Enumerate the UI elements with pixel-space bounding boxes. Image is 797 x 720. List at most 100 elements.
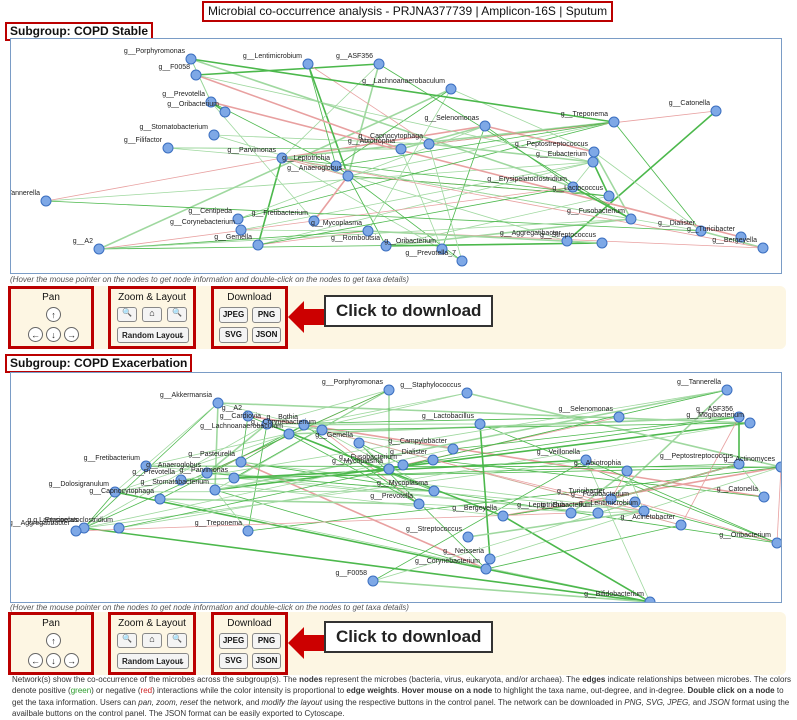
- png-button[interactable]: PNG: [252, 307, 281, 323]
- network-node[interactable]: [695, 225, 707, 237]
- network-node[interactable]: [447, 443, 459, 455]
- layout-select[interactable]: Random Layout⌄: [117, 327, 189, 343]
- png-button[interactable]: PNG: [252, 633, 281, 649]
- network-node[interactable]: [596, 237, 608, 249]
- network-node[interactable]: [205, 96, 217, 108]
- network-node[interactable]: [232, 213, 244, 225]
- jpeg-button[interactable]: JPEG: [219, 633, 248, 649]
- network-node[interactable]: [413, 498, 425, 510]
- network-node[interactable]: [605, 493, 617, 505]
- network-node[interactable]: [362, 225, 374, 237]
- network-node[interactable]: [733, 458, 745, 470]
- pan-right-button[interactable]: →: [64, 653, 79, 668]
- network-node[interactable]: [162, 142, 174, 154]
- pan-down-button[interactable]: ↓: [46, 327, 61, 342]
- network-node[interactable]: [580, 454, 592, 466]
- network-node[interactable]: [316, 424, 328, 436]
- network-node[interactable]: [479, 120, 491, 132]
- network-node[interactable]: [775, 461, 781, 473]
- network-node[interactable]: [608, 116, 620, 128]
- network-node[interactable]: [397, 459, 409, 471]
- network-node[interactable]: [140, 460, 152, 472]
- network-node[interactable]: [462, 531, 474, 543]
- network-node[interactable]: [109, 486, 121, 498]
- network-node[interactable]: [212, 397, 224, 409]
- network-node[interactable]: [383, 384, 395, 396]
- network-node[interactable]: [235, 456, 247, 468]
- network-node[interactable]: [40, 195, 52, 207]
- network-node[interactable]: [185, 53, 197, 65]
- network-node[interactable]: [480, 563, 492, 575]
- network-node[interactable]: [461, 387, 473, 399]
- network-node[interactable]: [423, 138, 435, 150]
- network-node[interactable]: [298, 419, 310, 431]
- network-node[interactable]: [353, 437, 365, 449]
- network-node[interactable]: [261, 418, 273, 430]
- network-node[interactable]: [367, 575, 379, 587]
- network-node[interactable]: [154, 493, 166, 505]
- network-node[interactable]: [613, 411, 625, 423]
- json-button[interactable]: JSON: [252, 327, 281, 343]
- network-node[interactable]: [710, 105, 722, 117]
- network-node[interactable]: [427, 454, 439, 466]
- network-node[interactable]: [592, 507, 604, 519]
- network-node[interactable]: [242, 525, 254, 537]
- pan-left-button[interactable]: ←: [28, 653, 43, 668]
- home-button[interactable]: ⌂: [142, 633, 162, 648]
- network-node[interactable]: [113, 522, 125, 534]
- network-node[interactable]: [283, 428, 295, 440]
- home-button[interactable]: ⌂: [142, 307, 162, 322]
- network-node[interactable]: [757, 242, 769, 254]
- pan-right-button[interactable]: →: [64, 327, 79, 342]
- network-node[interactable]: [228, 472, 240, 484]
- network-node[interactable]: [621, 465, 633, 477]
- zoom-out-button[interactable]: 🔍: [117, 633, 137, 648]
- network-node[interactable]: [219, 106, 231, 118]
- network-node[interactable]: [625, 213, 637, 225]
- network-node[interactable]: [235, 224, 247, 236]
- network-node[interactable]: [342, 170, 354, 182]
- network-node[interactable]: [474, 418, 486, 430]
- network-node[interactable]: [201, 467, 213, 479]
- network-node[interactable]: [252, 239, 264, 251]
- network-node[interactable]: [302, 58, 314, 70]
- network-node[interactable]: [395, 143, 407, 155]
- network-node[interactable]: [675, 519, 687, 531]
- network-node[interactable]: [721, 384, 733, 396]
- network-node[interactable]: [744, 417, 756, 429]
- svg-button[interactable]: SVG: [219, 653, 248, 669]
- network-node[interactable]: [428, 485, 440, 497]
- network-node[interactable]: [629, 496, 641, 508]
- network-node[interactable]: [561, 235, 573, 247]
- network-node[interactable]: [638, 505, 650, 517]
- network-node[interactable]: [242, 410, 254, 422]
- network-node[interactable]: [456, 255, 468, 267]
- network-node[interactable]: [567, 181, 579, 193]
- network-node[interactable]: [771, 537, 781, 549]
- network-node[interactable]: [330, 160, 342, 172]
- network-node[interactable]: [587, 156, 599, 168]
- pan-up-button[interactable]: ↑: [46, 307, 61, 322]
- network-node[interactable]: [208, 129, 220, 141]
- network-node[interactable]: [733, 411, 745, 423]
- zoom-out-button[interactable]: 🔍: [117, 307, 137, 322]
- pan-down-button[interactable]: ↓: [46, 653, 61, 668]
- zoom-in-button[interactable]: 🔍: [167, 307, 187, 322]
- network-node[interactable]: [588, 146, 600, 158]
- network-node[interactable]: [644, 596, 656, 602]
- network-node[interactable]: [758, 491, 770, 503]
- network-node[interactable]: [276, 152, 288, 164]
- pan-left-button[interactable]: ←: [28, 327, 43, 342]
- network-node[interactable]: [565, 507, 577, 519]
- pan-up-button[interactable]: ↑: [46, 633, 61, 648]
- network-node[interactable]: [308, 215, 320, 227]
- network-node[interactable]: [175, 474, 187, 486]
- json-button[interactable]: JSON: [252, 653, 281, 669]
- svg-button[interactable]: SVG: [219, 327, 248, 343]
- network-node[interactable]: [93, 243, 105, 255]
- network-node[interactable]: [70, 525, 82, 537]
- jpeg-button[interactable]: JPEG: [219, 307, 248, 323]
